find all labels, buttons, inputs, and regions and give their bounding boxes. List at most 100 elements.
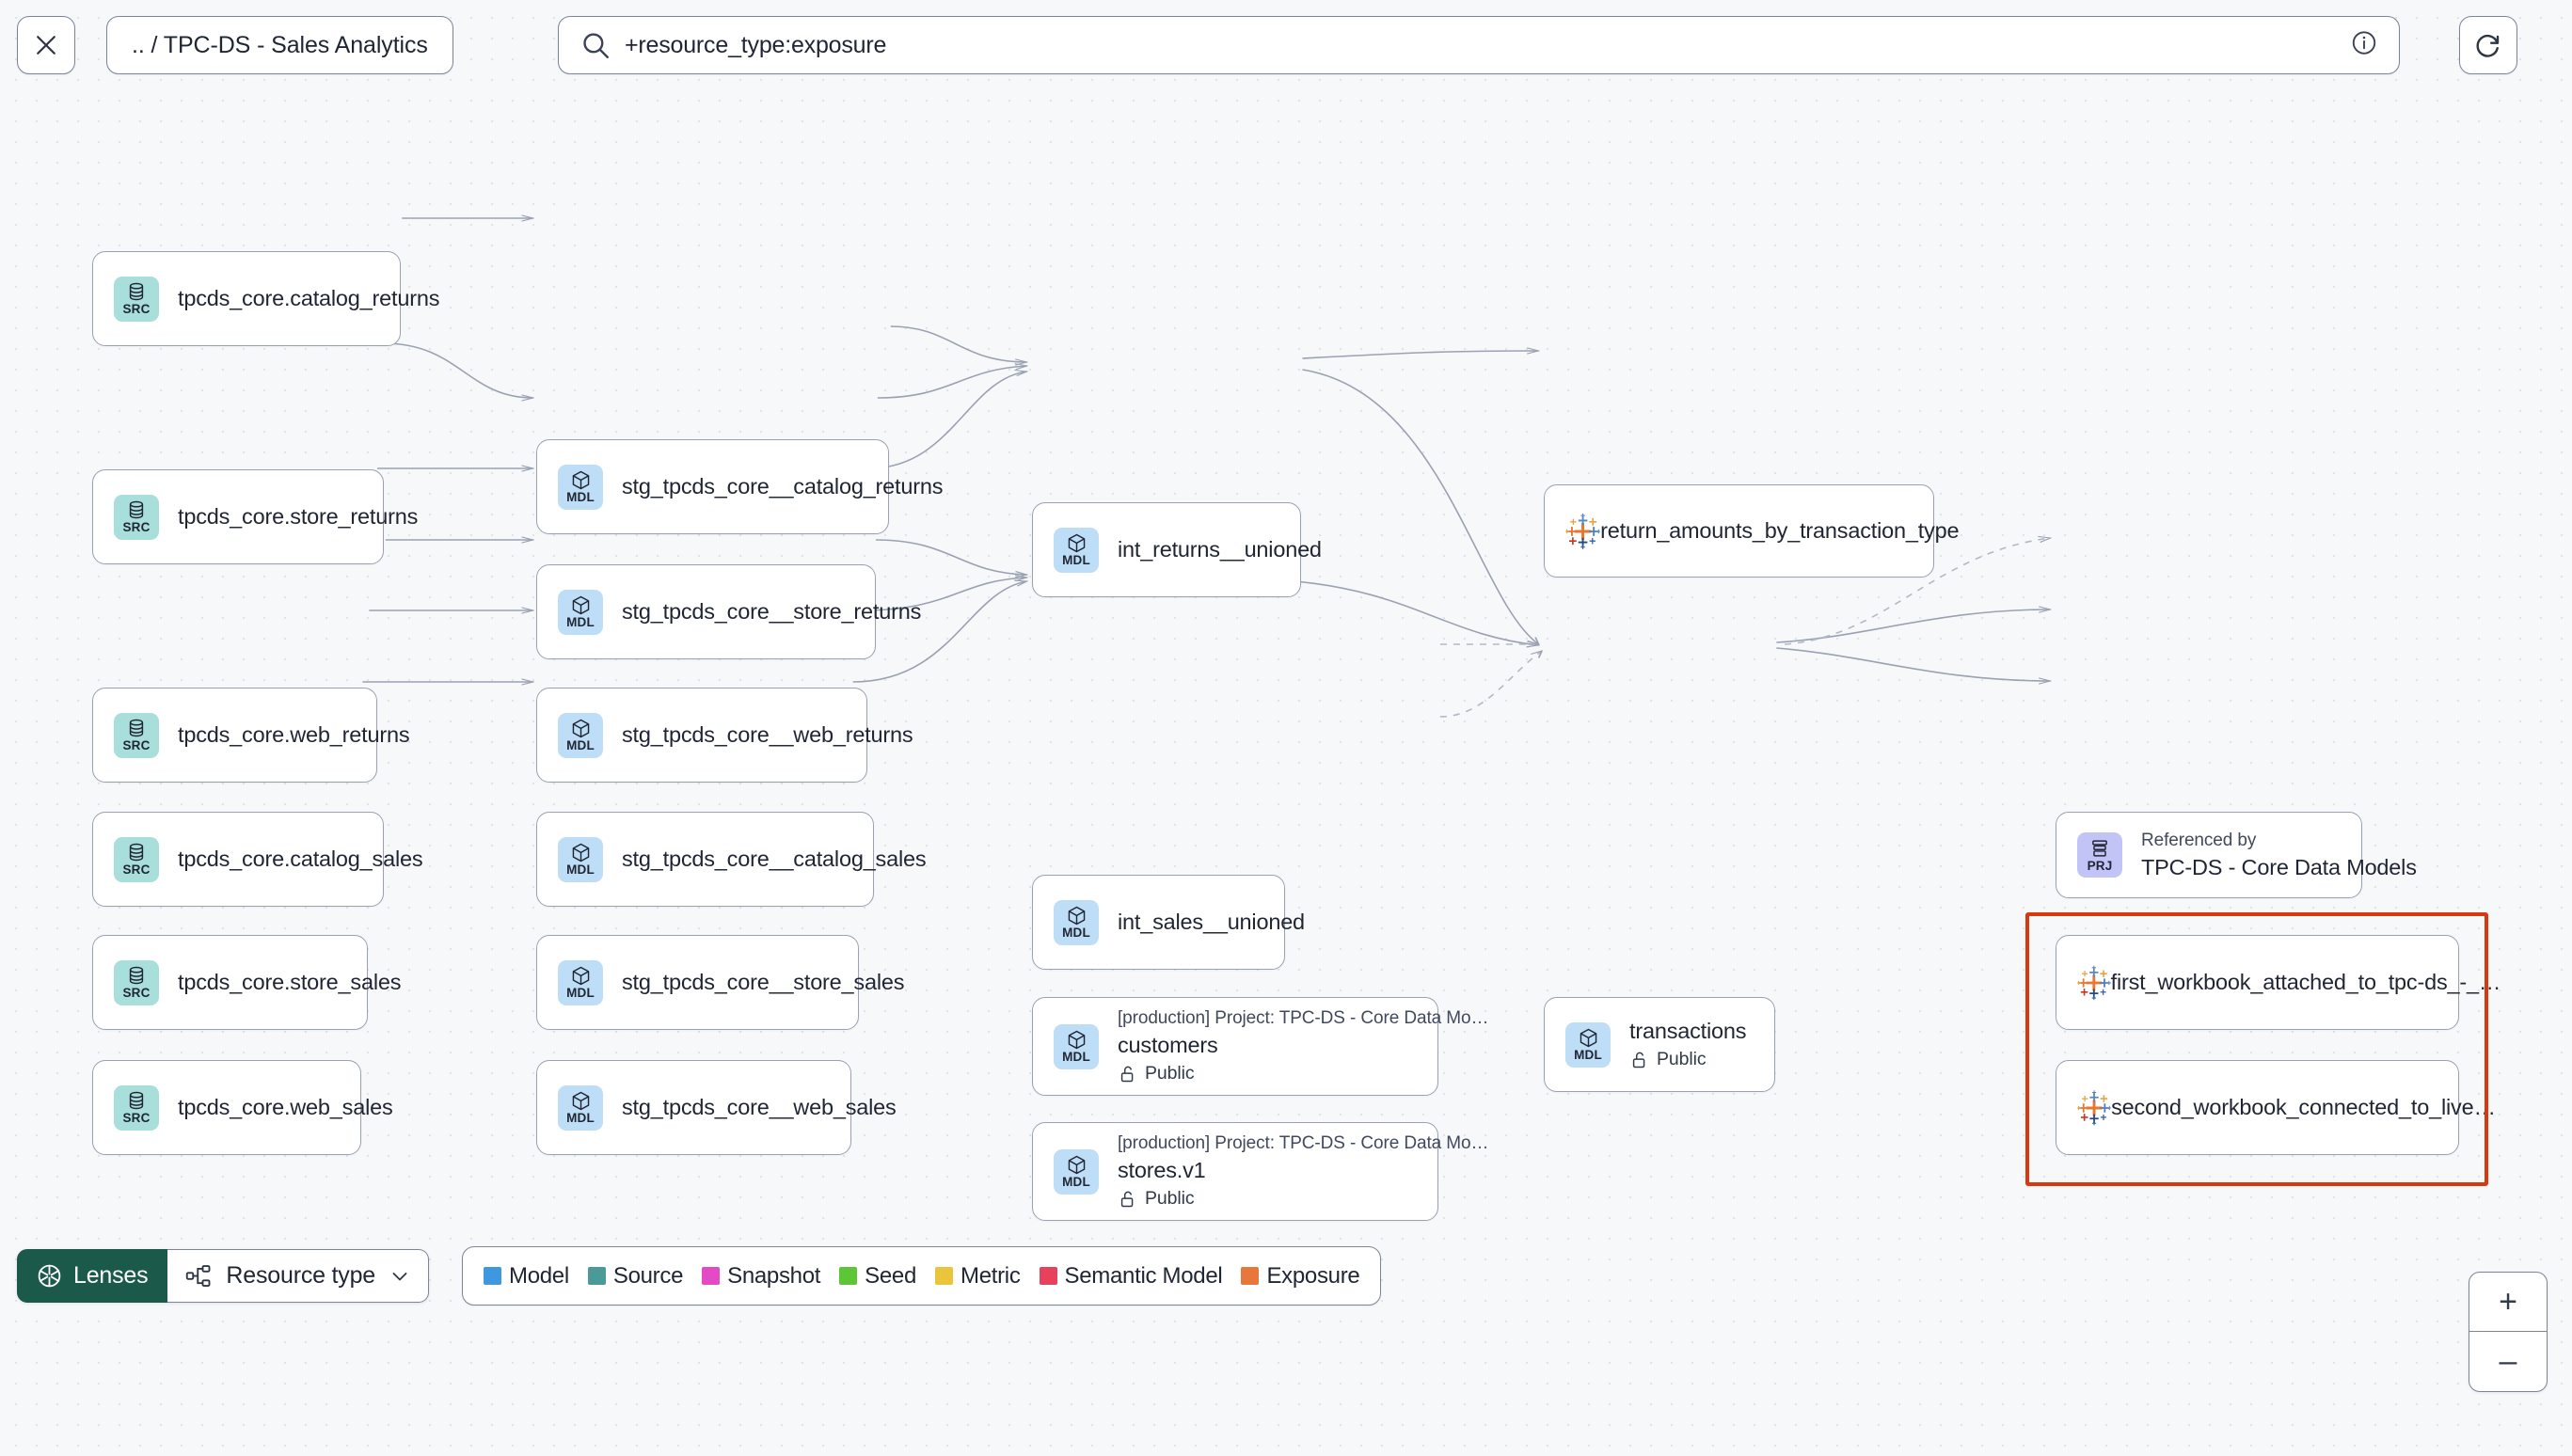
badge-glyph — [1066, 532, 1088, 553]
resource-type-dropdown[interactable]: Resource type — [167, 1249, 430, 1303]
legend-swatch — [1039, 1267, 1057, 1285]
legend-swatch — [935, 1267, 953, 1285]
node-title: int_sales__unioned — [1118, 910, 1305, 934]
lenses-button[interactable]: Lenses — [17, 1249, 168, 1303]
cube-icon — [572, 966, 589, 986]
legend-item-seed[interactable]: Seed — [839, 1263, 916, 1290]
node-title: int_returns__unioned — [1118, 537, 1322, 562]
graph-node-stg_web_returns[interactable]: MDL stg_tpcds_core__web_returns — [536, 688, 913, 783]
node-visibility: Public — [1118, 1063, 1437, 1084]
legend-item-source[interactable]: Source — [587, 1262, 684, 1290]
legend-item-metric[interactable]: Metric — [935, 1263, 1021, 1290]
node-badge-mdl: MDL — [1054, 1023, 1099, 1069]
graph-node-stg_catalog_sales[interactable]: MDL stg_tpcds_core__catalog_sales — [536, 812, 927, 907]
node-body: stg_tpcds_core__web_returns — [622, 722, 913, 748]
node-body: stg_tpcds_core__catalog_sales — [622, 847, 927, 872]
badge-label: MDL — [566, 863, 595, 877]
graph-node-referenced_by_prj[interactable]: PRJ Referenced by TPC-DS - Core Data Model… — [2056, 812, 2417, 898]
badge-glyph — [570, 1090, 592, 1111]
legend-label: Snapshot — [727, 1262, 821, 1289]
node-badge-src: SRC — [114, 712, 159, 758]
badge-label: SRC — [122, 1111, 151, 1125]
legend-swatch — [839, 1267, 858, 1285]
badge-glyph — [570, 965, 592, 986]
zoom-out-label: – — [2499, 1343, 2517, 1379]
graph-node-src_catalog_sales[interactable]: SRC tpcds_core.catalog_sales — [92, 812, 423, 907]
node-title: TPC-DS - Core Data Models — [2141, 854, 2417, 879]
legend-item-exposure[interactable]: Exposure — [1241, 1263, 1360, 1290]
tableau-workbook-icon — [2077, 1089, 2112, 1125]
search-bar[interactable]: +resource_type:exposure — [558, 16, 2400, 74]
badge-label: MDL — [566, 1111, 595, 1125]
cube-icon — [572, 595, 589, 615]
node-title: tpcds_core.catalog_sales — [178, 847, 423, 871]
cube-icon — [572, 470, 589, 490]
breadcrumb-label: .. / TPC-DS - Sales Analytics — [132, 31, 428, 58]
info-button[interactable] — [2350, 29, 2378, 62]
unlock-icon — [1120, 1191, 1134, 1207]
cube-icon — [1580, 1028, 1596, 1048]
node-badge-mdl: MDL — [1054, 1148, 1099, 1195]
node-title: tpcds_core.catalog_returns — [178, 286, 440, 310]
node-body: first_workbook_attached_to_tpc-ds_-_… — [2111, 970, 2501, 995]
tableau-workbook-icon — [1565, 513, 1601, 549]
node-title: tpcds_core.web_returns — [178, 722, 410, 747]
graph-node-src_web_sales[interactable]: SRC tpcds_core.web_sales — [92, 1060, 393, 1155]
badge-label: PRJ — [2087, 858, 2113, 873]
zoom-out-button[interactable]: – — [2469, 1332, 2547, 1391]
legend-item-snapshot[interactable]: Snapshot — [702, 1263, 820, 1290]
cube-icon — [1068, 906, 1085, 926]
node-subtitle: [production] Project: TPC-DS - Core Data… — [1118, 1008, 1489, 1028]
search-input[interactable]: +resource_type:exposure — [625, 31, 887, 58]
graph-node-src_web_returns[interactable]: SRC tpcds_core.web_returns — [92, 688, 410, 783]
graph-node-second_workbook[interactable]: second_workbook_connected_to_live… — [2056, 1060, 2496, 1155]
badge-label: MDL — [566, 986, 595, 1000]
badge-glyph — [126, 499, 147, 520]
node-badge-mdl: MDL — [1565, 1021, 1611, 1068]
zoom-controls: + – — [2469, 1272, 2548, 1392]
badge-label: MDL — [566, 738, 595, 752]
graph-node-return_amounts[interactable]: return_amounts_by_transaction_type — [1544, 484, 1960, 578]
info-icon — [2352, 31, 2376, 55]
badge-glyph — [1066, 1029, 1088, 1050]
node-title: stg_tpcds_core__web_returns — [622, 722, 913, 747]
refresh-button[interactable] — [2459, 16, 2517, 74]
node-title: stg_tpcds_core__catalog_sales — [622, 847, 927, 871]
badge-label: SRC — [122, 863, 151, 877]
database-icon — [129, 500, 144, 519]
badge-label: MDL — [1062, 1050, 1090, 1064]
node-visibility-label: Public — [1145, 1063, 1195, 1084]
node-subtitle: Referenced by — [2141, 830, 2257, 850]
graph-node-stores_v1[interactable]: MDL[production] Project: TPC-DS - Core D… — [1032, 1122, 1488, 1221]
legend-item-semantic-model[interactable]: Semantic Model — [1039, 1263, 1223, 1290]
tableau-workbook-icon — [2077, 965, 2111, 1000]
legend-item-model[interactable]: Model — [484, 1263, 569, 1290]
node-title: tpcds_core.web_sales — [178, 1095, 393, 1119]
node-body: tpcds_core.catalog_sales — [178, 847, 423, 872]
node-badge-mdl: MDL — [558, 836, 603, 882]
graph-node-first_workbook[interactable]: first_workbook_attached_to_tpc-ds_-_… — [2056, 935, 2501, 1030]
database-icon — [129, 966, 144, 985]
breadcrumb[interactable]: .. / TPC-DS - Sales Analytics — [106, 16, 453, 74]
badge-glyph — [126, 1090, 147, 1111]
graph-node-customers[interactable]: MDL [production] Project: TPC-DS - Core D… — [1032, 997, 1489, 1096]
cube-icon — [572, 843, 589, 863]
badge-glyph — [1066, 905, 1088, 926]
close-button[interactable] — [17, 16, 75, 74]
zoom-in-button[interactable]: + — [2469, 1273, 2547, 1332]
archive-box-icon — [2092, 839, 2107, 857]
node-visibility: Public — [1118, 1188, 1437, 1210]
legend-label: Source — [612, 1262, 684, 1289]
node-title: stg_tpcds_core__store_returns — [622, 599, 922, 624]
